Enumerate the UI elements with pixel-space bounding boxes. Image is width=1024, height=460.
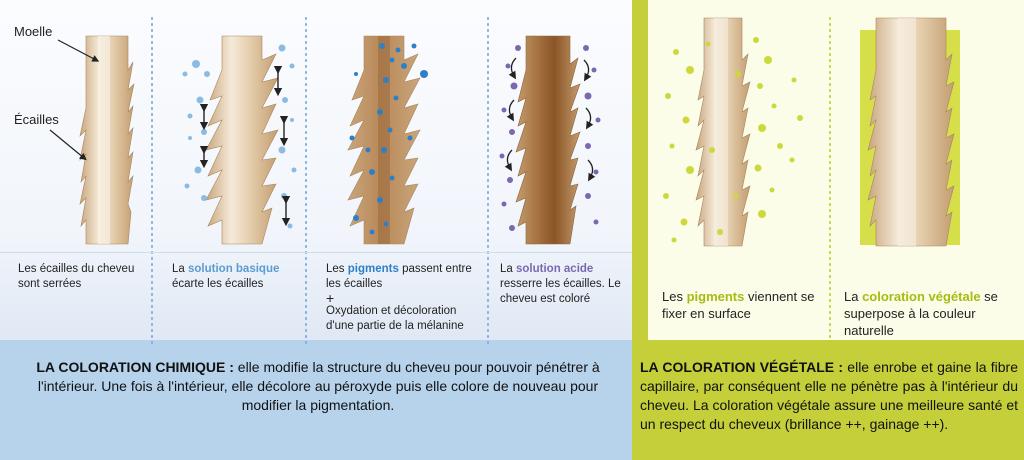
highlight-vegetal-coloration: coloration végétale	[862, 289, 981, 304]
acid-solution-dots	[499, 45, 601, 231]
hair-strand-1	[79, 35, 135, 245]
hair-strand-3	[347, 35, 421, 245]
caption-step-4: La solution acide resserre les écailles.…	[500, 263, 621, 305]
chemical-summary-title: LA COLORATION CHIMIQUE :	[36, 359, 234, 375]
highlight-basic-solution: solution basique	[188, 263, 280, 275]
spread-arrows	[199, 65, 291, 227]
highlight-pigments: pigments	[347, 263, 399, 275]
vegetal-hair-strand-2	[860, 17, 960, 247]
vegetal-summary: LA COLORATION VÉGÉTALE : elle enrobe et …	[640, 359, 1018, 432]
pigment-dots	[349, 43, 428, 235]
vegetal-hair-strand-1	[695, 17, 751, 247]
basic-solution-dots	[182, 44, 297, 229]
ecailles-label: Écailles	[14, 112, 59, 127]
moelle-label: Moelle	[14, 24, 53, 39]
hair-strand-2	[205, 35, 279, 245]
chemical-summary: LA COLORATION CHIMIQUE : elle modifie la…	[36, 359, 600, 413]
plus-sign: +	[326, 290, 335, 306]
highlight-vegetal-pigments: pigments	[686, 289, 745, 304]
highlight-acid-solution: solution acide	[516, 263, 594, 275]
caption-step-2: La solution basique écarte les écailles	[172, 263, 280, 290]
vegetal-pigment-dots	[663, 37, 803, 243]
label-pointers	[49, 39, 100, 161]
hair-strand-4	[515, 35, 581, 245]
separators	[151, 17, 831, 346]
caption-vegetal-2: La coloration végétale se superpose à la…	[844, 289, 998, 338]
vegetal-summary-title: LA COLORATION VÉGÉTALE :	[640, 359, 844, 375]
closing-arrows	[504, 57, 596, 182]
caption-vegetal-1: Les pigments viennent se fixer en surfac…	[662, 289, 815, 321]
caption-step-1: Les écailles du cheveu sont serrées	[18, 263, 135, 290]
oxidation-note: Oxydation et décoloration d'une partie d…	[326, 305, 464, 332]
caption-step-3: Les pigments passent entre les écailles …	[326, 262, 484, 334]
